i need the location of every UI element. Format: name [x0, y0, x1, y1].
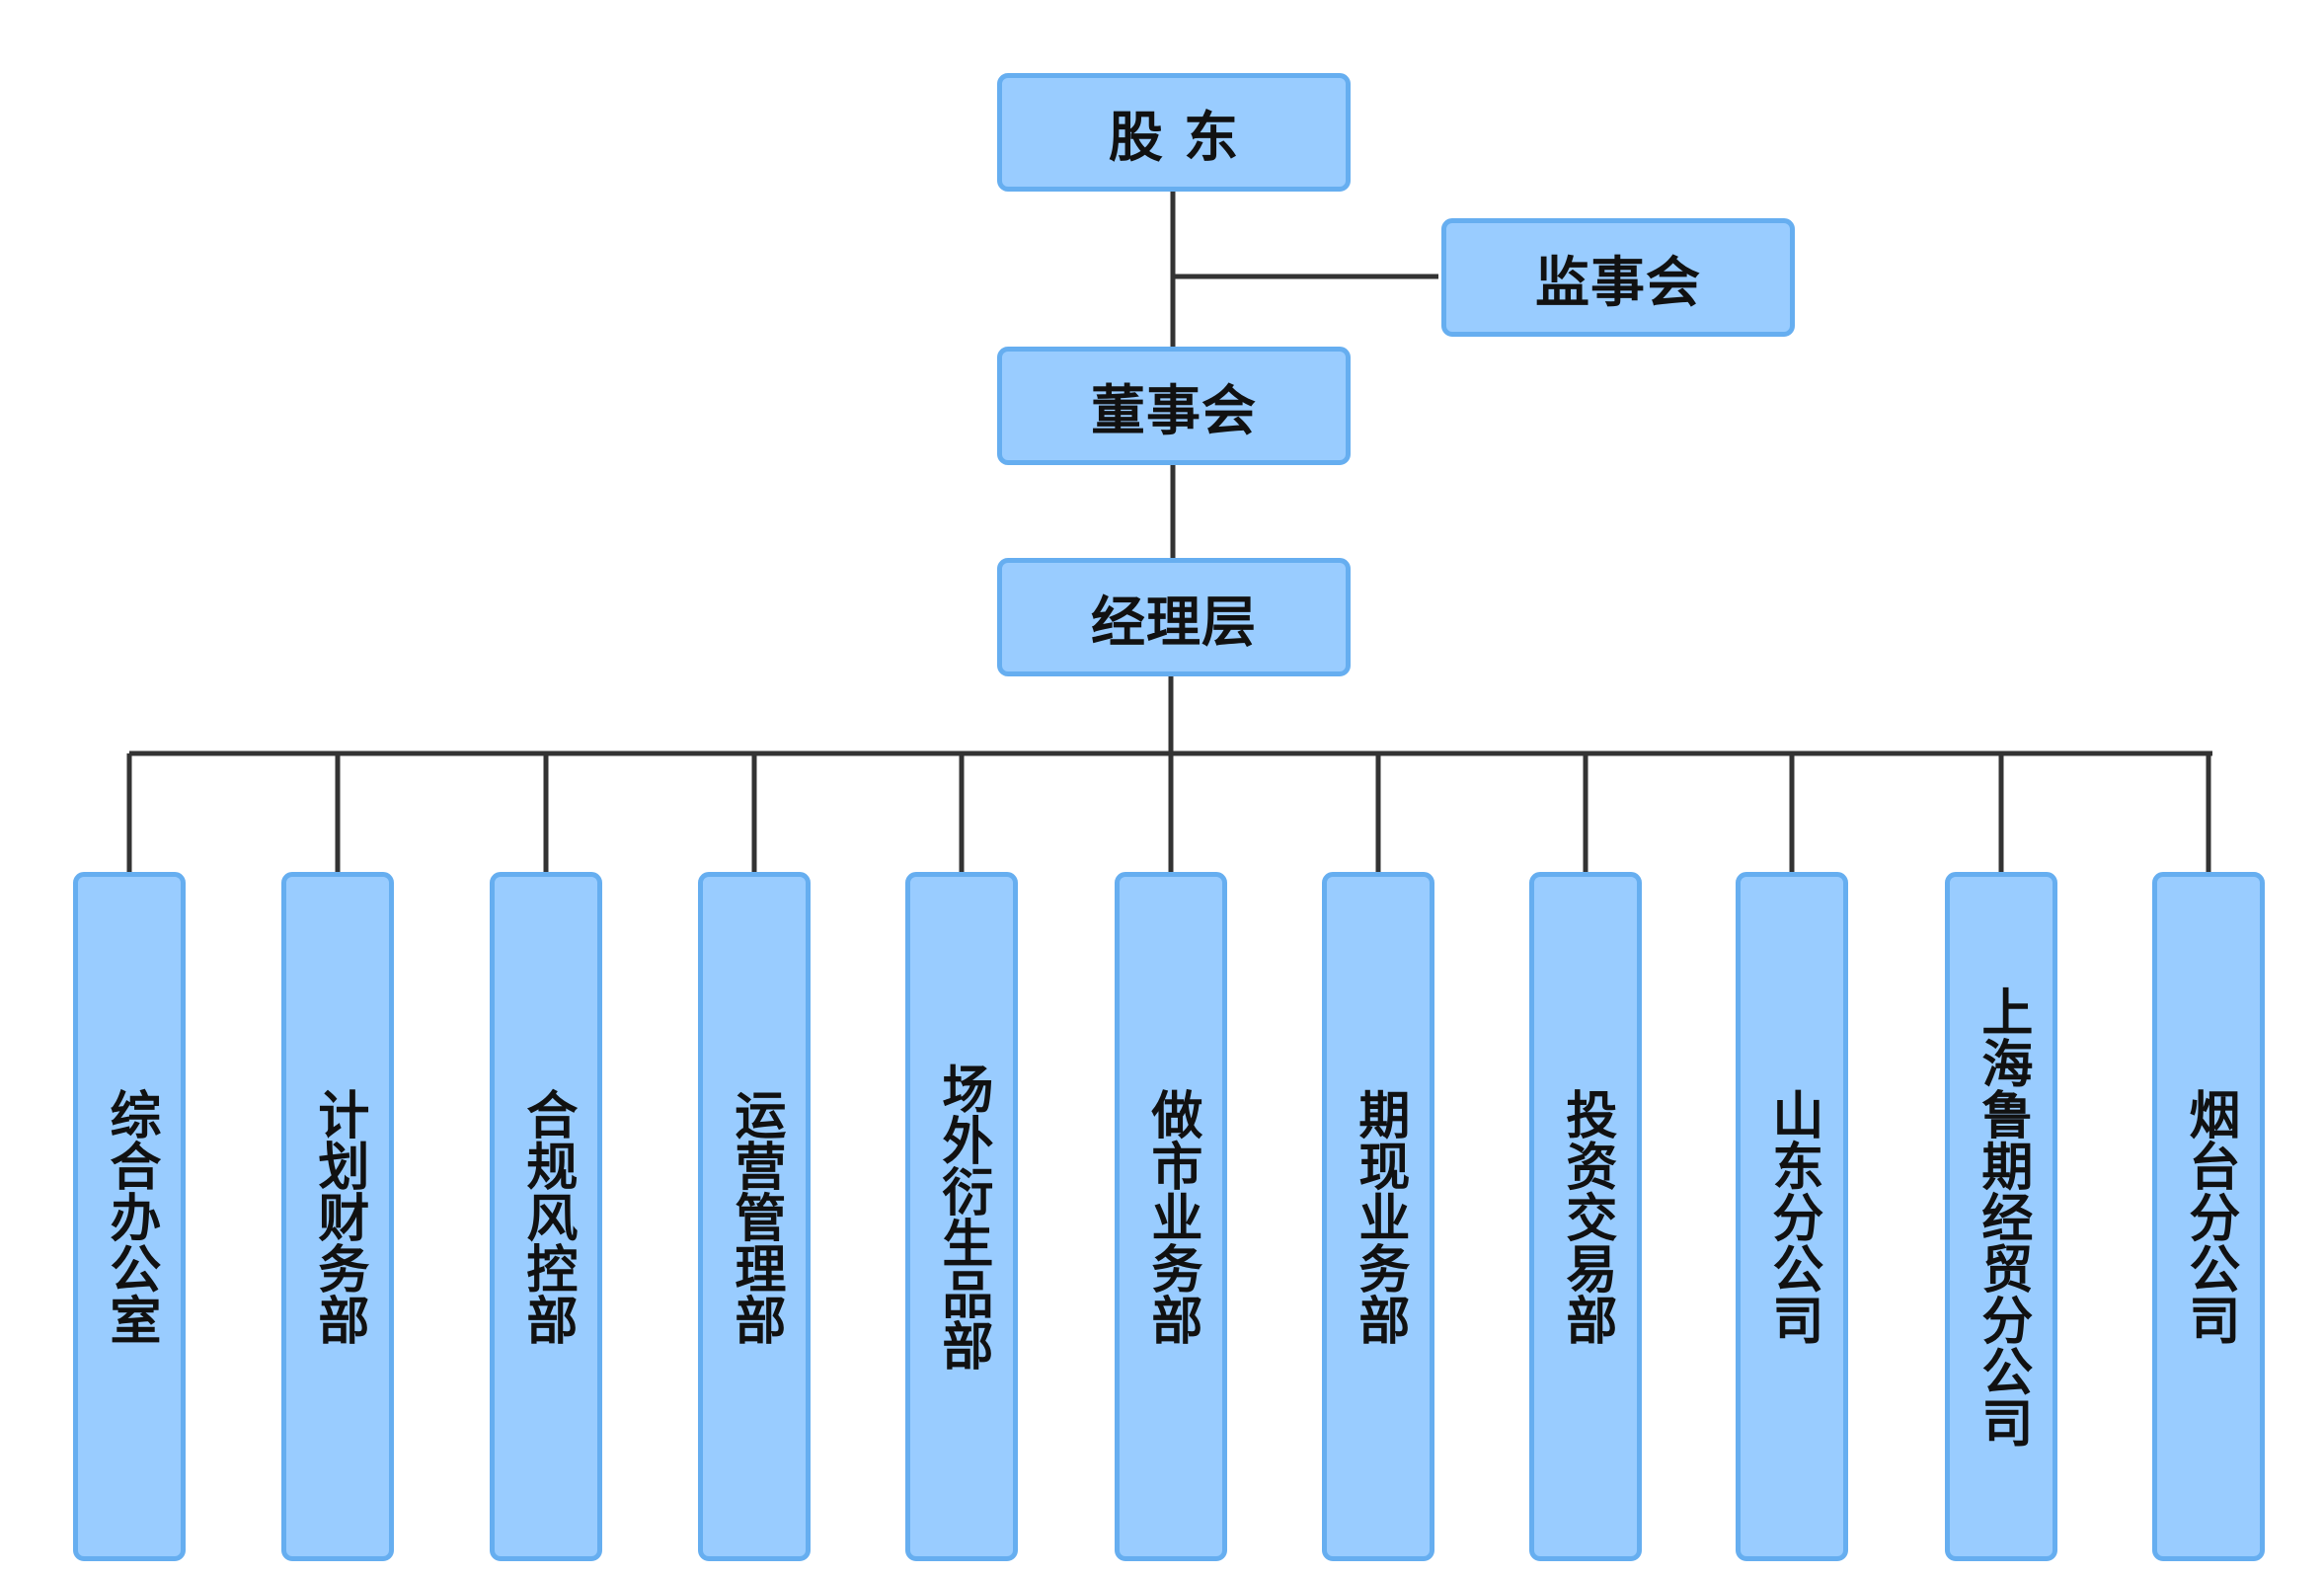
node-department: 投资交易部: [1529, 872, 1642, 1561]
node-department-label: 上海鲁期经贸分公司: [1972, 985, 2032, 1448]
node-department: 烟台分公司: [2152, 872, 2265, 1561]
node-department-label: 山东分公司: [1762, 1088, 1822, 1345]
node-management: 经理层: [997, 558, 1351, 676]
node-board-of-directors-label: 董事会: [1090, 379, 1257, 442]
node-management-label: 经理层: [1090, 591, 1257, 654]
node-department: 上海鲁期经贸分公司: [1945, 872, 2057, 1561]
node-department: 计划财务部: [281, 872, 394, 1561]
node-department: 做市业务部: [1115, 872, 1227, 1561]
node-department-label: 烟台分公司: [2179, 1088, 2239, 1345]
node-department: 期现业务部: [1322, 872, 1434, 1561]
node-board-of-directors: 董事会: [997, 347, 1351, 465]
node-department-label: 综合办公室: [100, 1088, 160, 1345]
node-department-label: 场外衍生品部: [932, 1063, 992, 1371]
node-department: 综合办公室: [73, 872, 186, 1561]
node-department-label: 做市业务部: [1141, 1088, 1201, 1345]
node-department-label: 合规风控部: [516, 1088, 577, 1345]
node-shareholders: 股 东: [997, 73, 1351, 192]
node-supervisory-board-label: 监事会: [1534, 251, 1701, 314]
node-supervisory-board: 监事会: [1441, 218, 1795, 337]
node-department-label: 期现业务部: [1349, 1088, 1409, 1345]
department-drop-lines: [126, 753, 2211, 872]
node-department: 山东分公司: [1736, 872, 1848, 1561]
node-department: 合规风控部: [490, 872, 602, 1561]
node-department-label: 投资交易部: [1556, 1088, 1616, 1345]
node-department-label: 计划财务部: [308, 1088, 368, 1345]
node-shareholders-label: 股 东: [1108, 106, 1240, 169]
node-department-label: 运营管理部: [725, 1088, 785, 1345]
node-department: 场外衍生品部: [905, 872, 1018, 1561]
node-department: 运营管理部: [698, 872, 811, 1561]
